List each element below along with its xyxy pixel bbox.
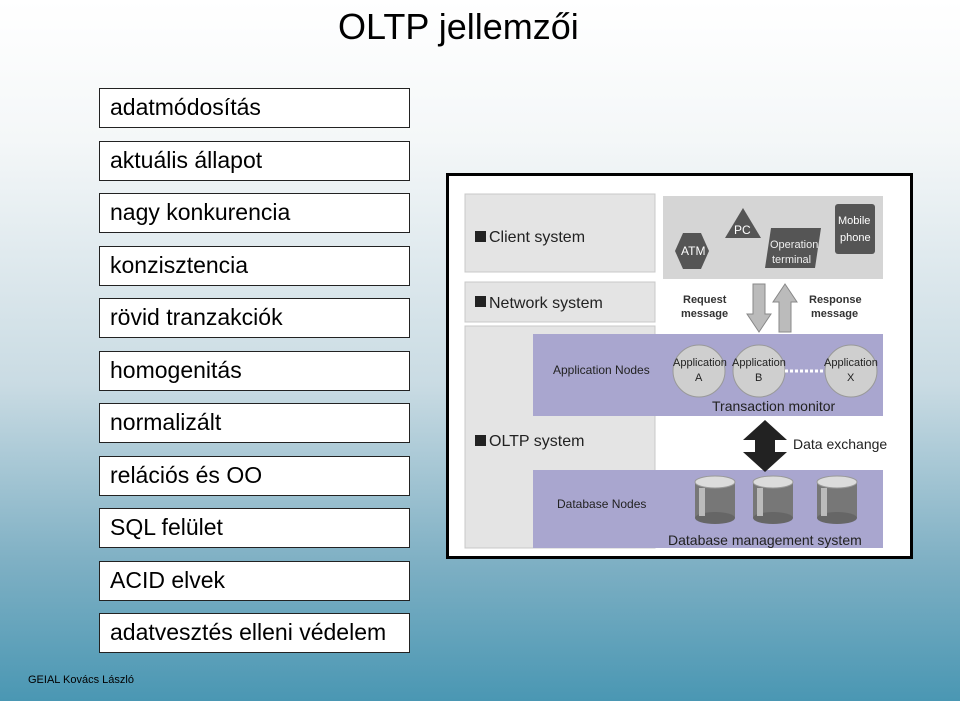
feature-item: homogenitás [99, 350, 410, 391]
data-exchange-arrow-icon [743, 420, 787, 472]
client-layer-bullet-icon [475, 231, 486, 242]
feature-item: nagy konkurencia [99, 193, 410, 233]
data-exchange-label: Data exchange [793, 436, 887, 452]
atm-icon [675, 233, 709, 269]
feature-item: adatmódosítás [99, 88, 410, 128]
database-cylinder-icon [694, 475, 736, 524]
database-nodes-label: Database Nodes [557, 497, 646, 511]
feature-item: ACID elvek [99, 560, 410, 601]
application-b-label-line1: Application [732, 357, 786, 369]
feature-item: adatvesztés elleni védelem [99, 613, 410, 653]
application-nodes-label: Application Nodes [553, 363, 650, 377]
application-b-node [732, 344, 786, 398]
request-label-line2: message [681, 308, 728, 320]
pc-label: PC [734, 223, 751, 237]
application-a-node [672, 344, 726, 398]
footer-author: GEIAL Kovács László [28, 674, 134, 686]
application-x-label-line1: Application [824, 357, 878, 369]
feature-list: adatmódosítás aktuális állapot nagy konk… [99, 88, 410, 666]
database-cylinder-icon [752, 475, 794, 524]
database-cylinder-icon [816, 475, 858, 524]
request-label-line1: Request [683, 294, 727, 306]
client-layer-label: Client system [489, 229, 585, 246]
feature-item: rövid tranzakciók [99, 298, 410, 338]
mobile-phone-icon [835, 204, 875, 254]
feature-item: aktuális állapot [99, 140, 410, 181]
diagram-canvas: Client system Network system OLTP system… [464, 193, 887, 549]
application-b-label-line2: B [755, 372, 762, 384]
mobile-label-line2: phone [840, 232, 871, 244]
feature-item: konzisztencia [99, 245, 410, 286]
atm-label: ATM [681, 244, 705, 258]
pc-icon [725, 208, 761, 238]
operation-terminal-label-line1: Operation [770, 239, 818, 251]
feature-item: SQL felület [99, 508, 410, 548]
response-label-line2: message [811, 308, 858, 320]
network-layer-bullet-icon [475, 296, 486, 307]
network-layer-label: Network system [489, 295, 603, 312]
application-x-label-line2: X [847, 372, 855, 384]
dbms-label: Database management system [668, 532, 862, 548]
request-arrow-icon [746, 283, 772, 333]
application-a-label-line2: A [695, 372, 703, 384]
application-x-node [824, 344, 878, 398]
network-layer-panel [464, 281, 656, 323]
response-arrow-icon [772, 283, 798, 333]
transaction-monitor-label: Transaction monitor [712, 398, 836, 414]
client-layer-panel [464, 193, 656, 273]
mobile-label-line1: Mobile [838, 215, 870, 227]
oltp-layer-bullet-icon [475, 435, 486, 446]
application-a-label-line1: Application [673, 357, 727, 369]
operation-terminal-icon [765, 228, 821, 268]
page-title: OLTP jellemzői [338, 6, 579, 47]
feature-item: relációs és OO [99, 455, 410, 496]
response-label-line1: Response [809, 294, 862, 306]
operation-terminal-label-line2: terminal [772, 254, 811, 266]
oltp-layer-label: OLTP system [489, 433, 584, 450]
oltp-architecture-diagram: Client system Network system OLTP system… [446, 173, 913, 559]
feature-item: normalizált [99, 403, 410, 443]
